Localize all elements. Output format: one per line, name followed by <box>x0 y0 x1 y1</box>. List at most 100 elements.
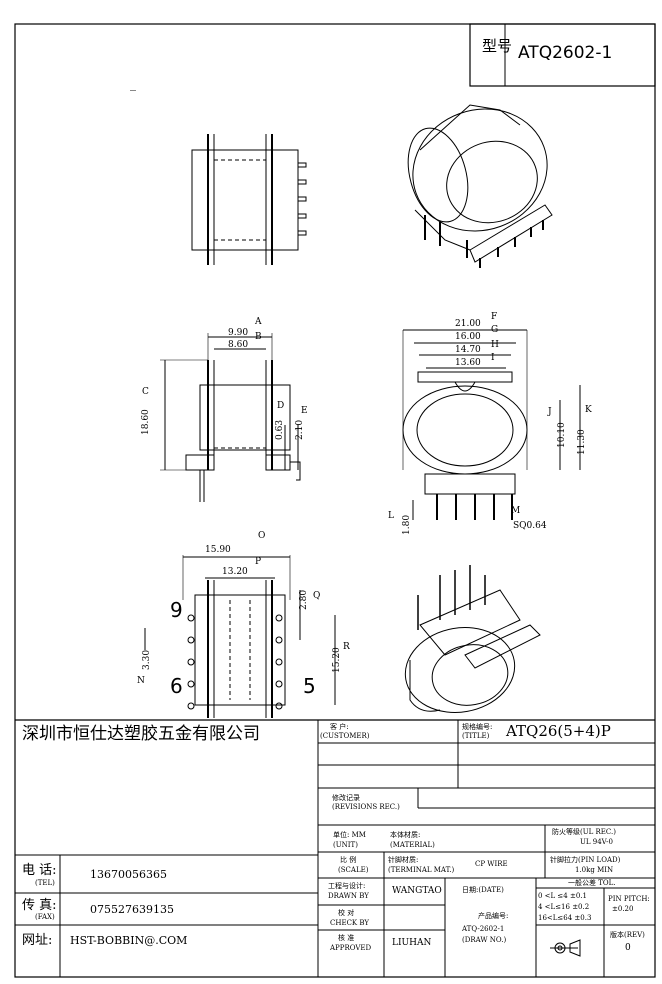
model-value: ATQ2602-1 <box>518 43 613 63</box>
customer-label-en: (CUSTOMER) <box>320 732 370 740</box>
dim-M-value: SQ0.64 <box>513 521 547 531</box>
unit-label: 单位: MM <box>333 831 366 839</box>
tel-value: 13670056365 <box>90 868 167 881</box>
spec-value: ATQ26(5+4)P <box>506 722 611 740</box>
dim-H-value: 14.70 <box>455 345 481 355</box>
dim-N-letter: N <box>137 676 145 686</box>
pin-view-bottom <box>144 555 336 718</box>
dim-P-letter: P <box>255 557 262 567</box>
rev-value: 0 <box>625 943 631 953</box>
dim-F-value: 21.00 <box>455 319 481 329</box>
drawn-label: 工程与设计: <box>328 882 366 890</box>
product-no-label-en: (DRAW NO.) <box>462 936 507 944</box>
spec-label: 规格编号: <box>462 723 493 731</box>
terminal-label-en: (TERMINAL MAT.) <box>388 866 455 874</box>
projection-symbol-icon <box>550 939 581 957</box>
isometric-view-bottom <box>404 565 541 713</box>
pin-load-value: 1.0kg MIN <box>575 866 614 874</box>
drawn-label-en: DRAWN BY <box>328 892 369 900</box>
dim-Q-value: 2.80 <box>299 589 309 610</box>
dim-C-letter: C <box>142 387 149 397</box>
product-no-label: 产品编号: <box>478 912 509 920</box>
tol-title: 一般公差 TOL. <box>568 879 616 887</box>
terminal-value: CP WIRE <box>475 860 508 868</box>
pin-load-label: 针脚拉力(PIN LOAD) <box>550 856 621 864</box>
pin-mark-nine: 9 <box>170 598 183 622</box>
revision-label: 修改记录 <box>332 794 360 802</box>
rev-label: 版本(REV) <box>610 931 645 939</box>
material-label-en: (MATERIAL) <box>390 841 435 849</box>
spec-label-en: (TITLE) <box>462 732 490 740</box>
dim-I-value: 13.60 <box>455 358 481 368</box>
dim-E-value: 2.10 <box>295 419 305 440</box>
isometric-view-top <box>407 104 553 268</box>
dim-H-letter: H <box>491 340 499 350</box>
approved-value: LIUHAN <box>392 938 432 948</box>
dim-A-value: 9.90 <box>228 328 249 338</box>
tol-row-2: 4 <L≤16 ±0.2 <box>538 903 590 911</box>
approved-label: 核 准 <box>338 934 355 942</box>
web-label: 网址: <box>22 933 53 948</box>
dim-L-value: 1.80 <box>402 514 412 535</box>
dim-G-letter: G <box>491 325 499 335</box>
dim-F-letter: F <box>491 312 498 322</box>
dim-K-letter: K <box>585 405 592 415</box>
check-label: 校 对 <box>338 909 355 917</box>
dim-D-letter: D <box>277 401 285 411</box>
flame-value: UL 94V-0 <box>580 838 613 846</box>
dim-B-letter: B <box>255 332 262 342</box>
fax-label: 传 真: <box>22 898 57 913</box>
dim-C-value: 18.60 <box>141 409 151 435</box>
product-no-value: ATQ-2602-1 <box>462 925 505 933</box>
dim-R-value: 15.20 <box>332 647 342 673</box>
top-view-middle <box>402 329 581 520</box>
stray-mark: _ <box>130 77 136 91</box>
company-name: 深圳市恒仕达塑胶五金有限公司 <box>22 724 260 744</box>
dim-O-letter: O <box>258 531 266 541</box>
pin-pitch-value: ±0.20 <box>612 905 634 913</box>
dim-J-value: 10.10 <box>557 422 567 448</box>
tel-label-en: (TEL) <box>35 879 55 887</box>
material-label: 本体材质: <box>390 831 421 839</box>
title-block-grid <box>15 719 655 977</box>
dim-O-value: 15.90 <box>205 545 231 555</box>
dim-K-value: 11.30 <box>577 429 587 455</box>
flame-label: 防火等级(UL REC.) <box>552 828 616 836</box>
front-view-top <box>191 134 307 265</box>
dim-D-value: 0.63 <box>275 419 285 440</box>
dim-Q-letter: Q <box>313 591 321 601</box>
dim-B-value: 8.60 <box>228 340 249 350</box>
unit-label-en: (UNIT) <box>333 841 358 849</box>
dim-P-value: 13.20 <box>222 567 248 577</box>
pin-pitch-label: PIN PITCH: <box>608 895 650 903</box>
side-view-middle <box>160 333 301 502</box>
scale-label: 比 例 <box>340 856 357 864</box>
dim-R-letter: R <box>343 642 350 652</box>
fax-value: 075527639135 <box>90 903 174 916</box>
dim-M-letter: M <box>511 506 521 516</box>
drawn-value: WANGTAO <box>392 886 442 896</box>
dim-G-value: 16.00 <box>455 332 481 342</box>
dim-I-letter: I <box>491 353 495 363</box>
tel-label: 电 话: <box>22 863 57 878</box>
dim-E-letter: E <box>301 406 308 416</box>
tol-row-1: 0 <L ≤4 ±0.1 <box>538 892 587 900</box>
revision-label-en: (REVISIONS REC.) <box>332 803 400 811</box>
check-label-en: CHECK BY <box>330 919 370 927</box>
web-value: HST-BOBBIN@.COM <box>70 934 188 947</box>
model-label: 型号 <box>482 37 513 55</box>
pin-mark-five: 5 <box>303 674 316 698</box>
date-label: 日期:(DATE) <box>462 886 504 894</box>
dim-A-letter: A <box>255 317 262 327</box>
scale-label-en: (SCALE) <box>338 866 369 874</box>
dim-N-value: 3.30 <box>142 649 152 670</box>
approved-label-en: APPROVED <box>330 944 372 952</box>
fax-label-en: (FAX) <box>35 913 55 921</box>
dim-J-letter: J <box>548 407 552 417</box>
tol-row-3: 16<L≤64 ±0.3 <box>538 914 592 922</box>
terminal-label: 针脚材质: <box>388 856 419 864</box>
dim-L-letter: L <box>388 511 394 521</box>
customer-label: 客 户: <box>330 723 349 731</box>
